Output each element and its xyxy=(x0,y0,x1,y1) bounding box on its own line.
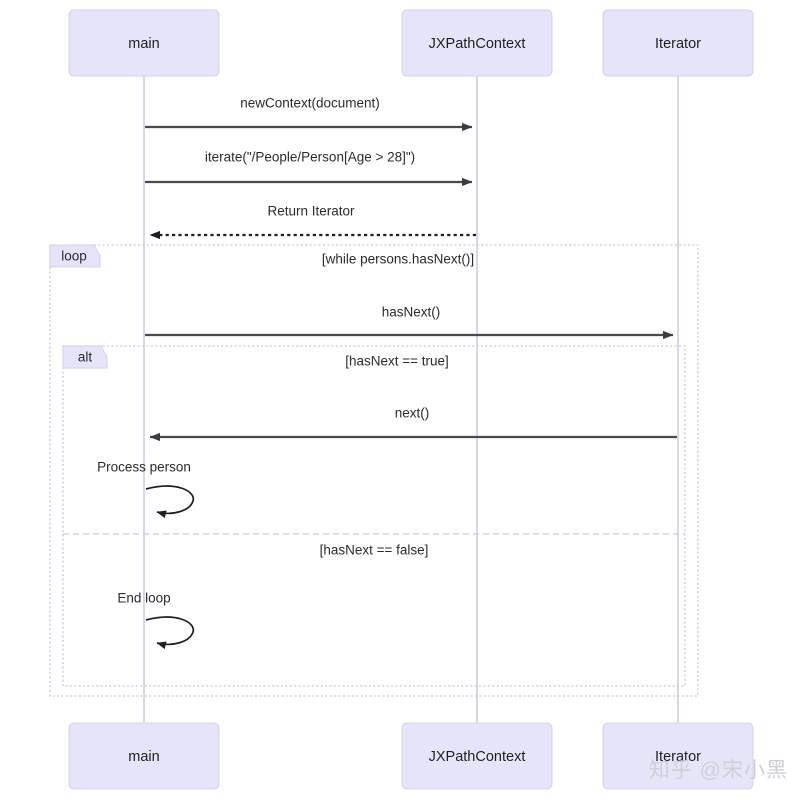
message-iterate: iterate("/People/Person[Age > 28]") xyxy=(145,150,473,187)
lifelines xyxy=(143,76,679,723)
participant-label-jxpathcontext: JXPathContext xyxy=(429,36,526,52)
self-message-loop-process-person xyxy=(145,485,194,519)
message-label-hasnext: hasNext() xyxy=(382,305,441,320)
message-newcontext: newContext(document) xyxy=(145,96,473,132)
message-next: next() xyxy=(149,406,677,442)
participant-footer-main[interactable]: main xyxy=(68,722,220,790)
loop-frame-tab-label: loop xyxy=(61,249,87,264)
self-message-process-person: Process person xyxy=(97,460,194,519)
participant-footer-label-jxpathcontext: JXPathContext xyxy=(429,749,526,765)
participant-header-jxpathcontext[interactable]: JXPathContext xyxy=(401,9,553,77)
alt-frame-tab xyxy=(62,345,108,369)
fragment-loop: loop [while persons.hasNext()] xyxy=(49,244,699,697)
participant-header-main[interactable]: main xyxy=(68,9,220,77)
participant-box-iterator[interactable] xyxy=(602,9,754,77)
participant-footer-box-jxpathcontext[interactable] xyxy=(401,722,553,790)
message-label-next: next() xyxy=(395,406,430,421)
loop-frame-border xyxy=(49,244,699,697)
fragment-alt: alt [hasNext == true] [hasNext == false] xyxy=(62,345,686,687)
participant-footer-box-main[interactable] xyxy=(68,722,220,790)
participant-box-jxpathcontext[interactable] xyxy=(401,9,553,77)
self-message-loop-end-loop xyxy=(145,616,194,650)
alt-frame-border xyxy=(62,345,686,687)
participant-footer-label-iterator: Iterator xyxy=(655,749,701,765)
alt-condition-label: [hasNext == true] xyxy=(345,354,449,369)
participant-box-main[interactable] xyxy=(68,9,220,77)
message-return-iterator: Return Iterator xyxy=(149,204,476,240)
participant-footer-label-main: main xyxy=(128,749,159,765)
alt-frame-tab-label: alt xyxy=(78,350,93,365)
message-label-newcontext: newContext(document) xyxy=(240,96,380,111)
alt-else-condition-label: [hasNext == false] xyxy=(320,543,429,558)
participant-label-main: main xyxy=(128,36,159,52)
loop-condition-label: [while persons.hasNext()] xyxy=(322,252,474,267)
participant-footer-iterator[interactable]: Iterator xyxy=(602,722,754,790)
self-message-label-end-loop: End loop xyxy=(117,591,170,606)
message-hasnext: hasNext() xyxy=(145,305,674,340)
self-message-end-loop: End loop xyxy=(117,591,194,650)
participant-footer-box-iterator[interactable] xyxy=(602,722,754,790)
participant-header-iterator[interactable]: Iterator xyxy=(602,9,754,77)
loop-frame-tab xyxy=(49,244,101,268)
self-message-label-process-person: Process person xyxy=(97,460,191,475)
participant-footer-jxpathcontext[interactable]: JXPathContext xyxy=(401,722,553,790)
message-label-return-iterator: Return Iterator xyxy=(267,204,355,219)
message-label-iterate: iterate("/People/Person[Age > 28]") xyxy=(205,150,415,165)
participant-label-iterator: Iterator xyxy=(655,36,701,52)
